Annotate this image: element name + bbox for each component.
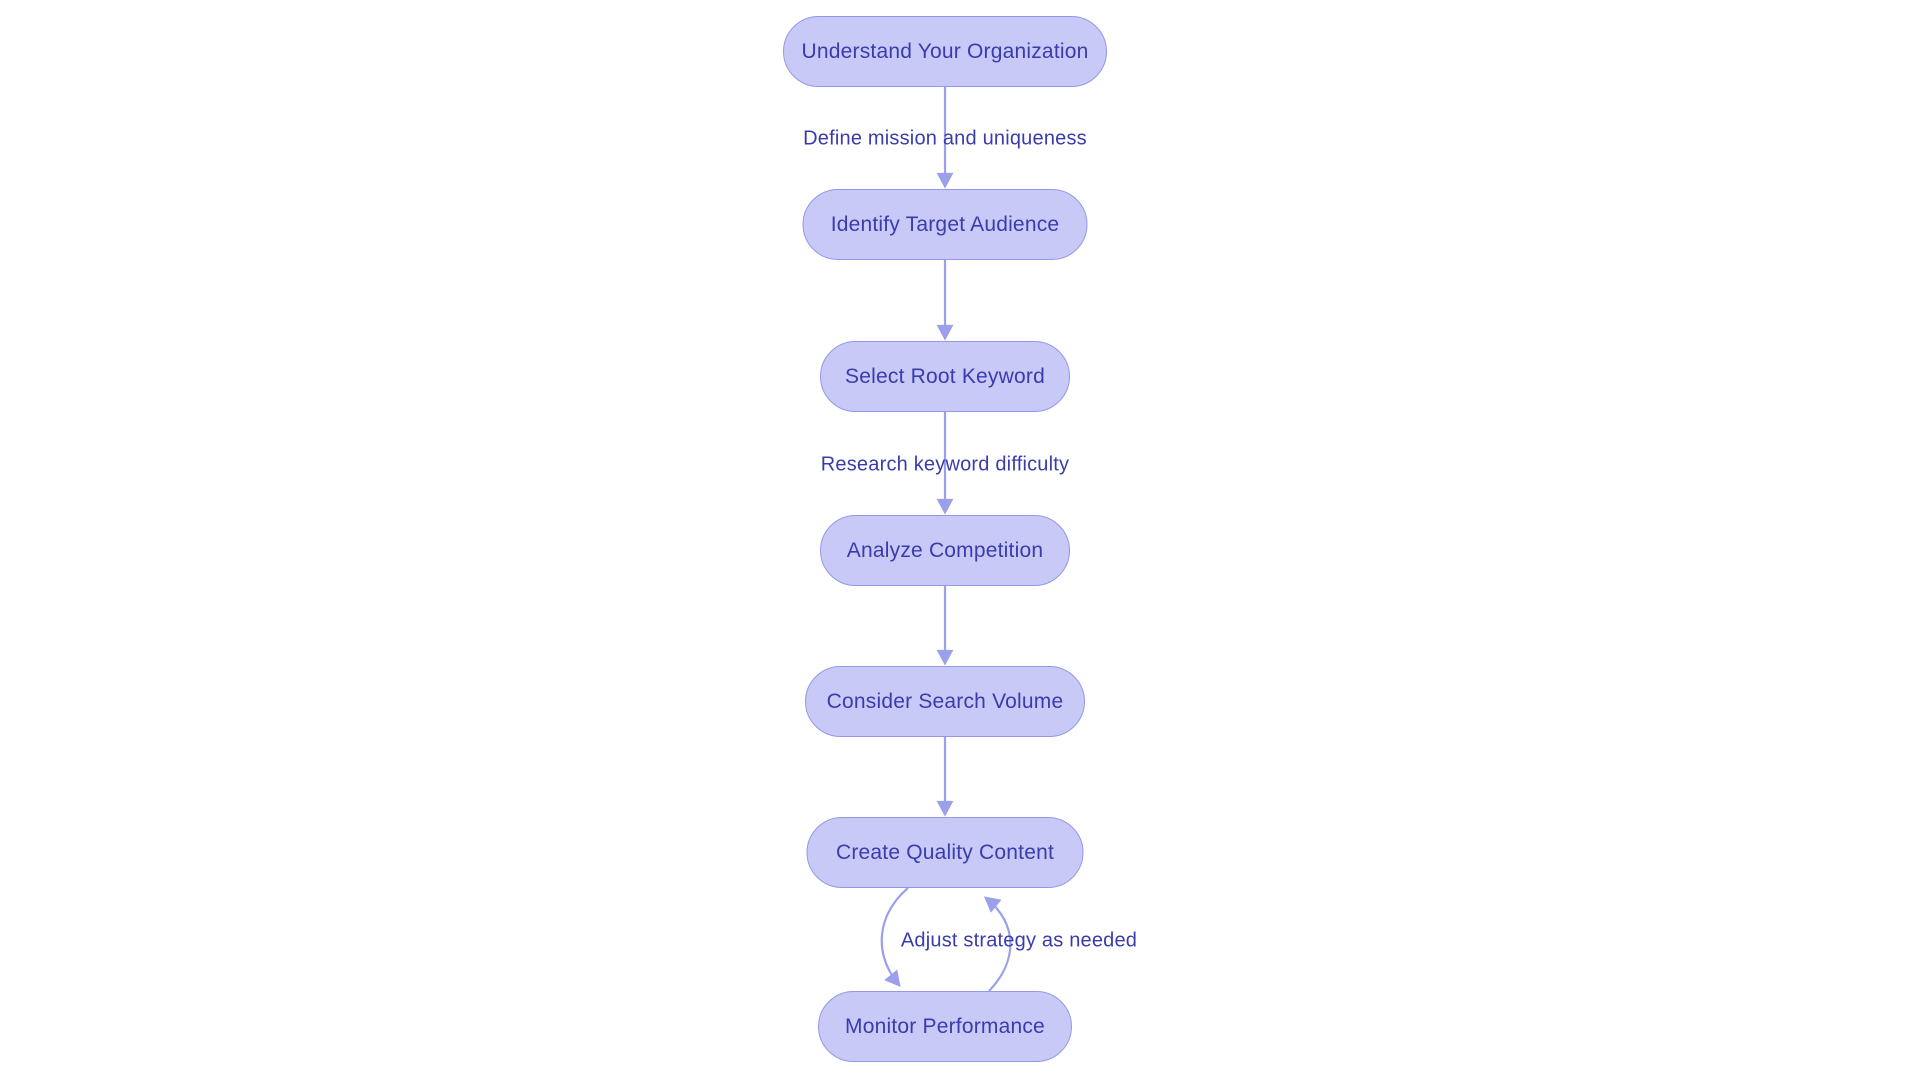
edge-label-define-mission: Define mission and uniqueness <box>803 127 1087 150</box>
edge-label-research-keyword: Research keyword difficulty <box>820 453 1070 476</box>
flow-node-identify-target-audience: Identify Target Audience <box>802 189 1088 260</box>
edge-monitor-to-create-curve <box>983 896 1012 992</box>
flow-node-label: Monitor Performance <box>845 1014 1045 1038</box>
flow-node-consider-search-volume: Consider Search Volume <box>805 666 1085 737</box>
flow-node-analyze-competition: Analyze Competition <box>820 515 1070 586</box>
flow-node-label: Understand Your Organization <box>801 39 1089 63</box>
flow-node-select-root-keyword: Select Root Keyword <box>820 341 1070 412</box>
flow-node-label: Create Quality Content <box>835 840 1054 864</box>
edge-create-to-monitor-curve <box>880 887 909 988</box>
edge-label-adjust-strategy: Adjust strategy as needed <box>900 929 1138 952</box>
flow-node-label: Select Root Keyword <box>845 364 1045 388</box>
flow-node-label: Analyze Competition <box>846 538 1044 562</box>
flow-node-label: Consider Search Volume <box>826 689 1064 713</box>
flow-node-label: Identify Target Audience <box>830 212 1060 236</box>
flow-node-monitor-performance: Monitor Performance <box>818 991 1072 1062</box>
flow-node-create-quality-content: Create Quality Content <box>806 817 1084 888</box>
flow-node-understand-your-organization: Understand Your Organization <box>783 16 1107 87</box>
